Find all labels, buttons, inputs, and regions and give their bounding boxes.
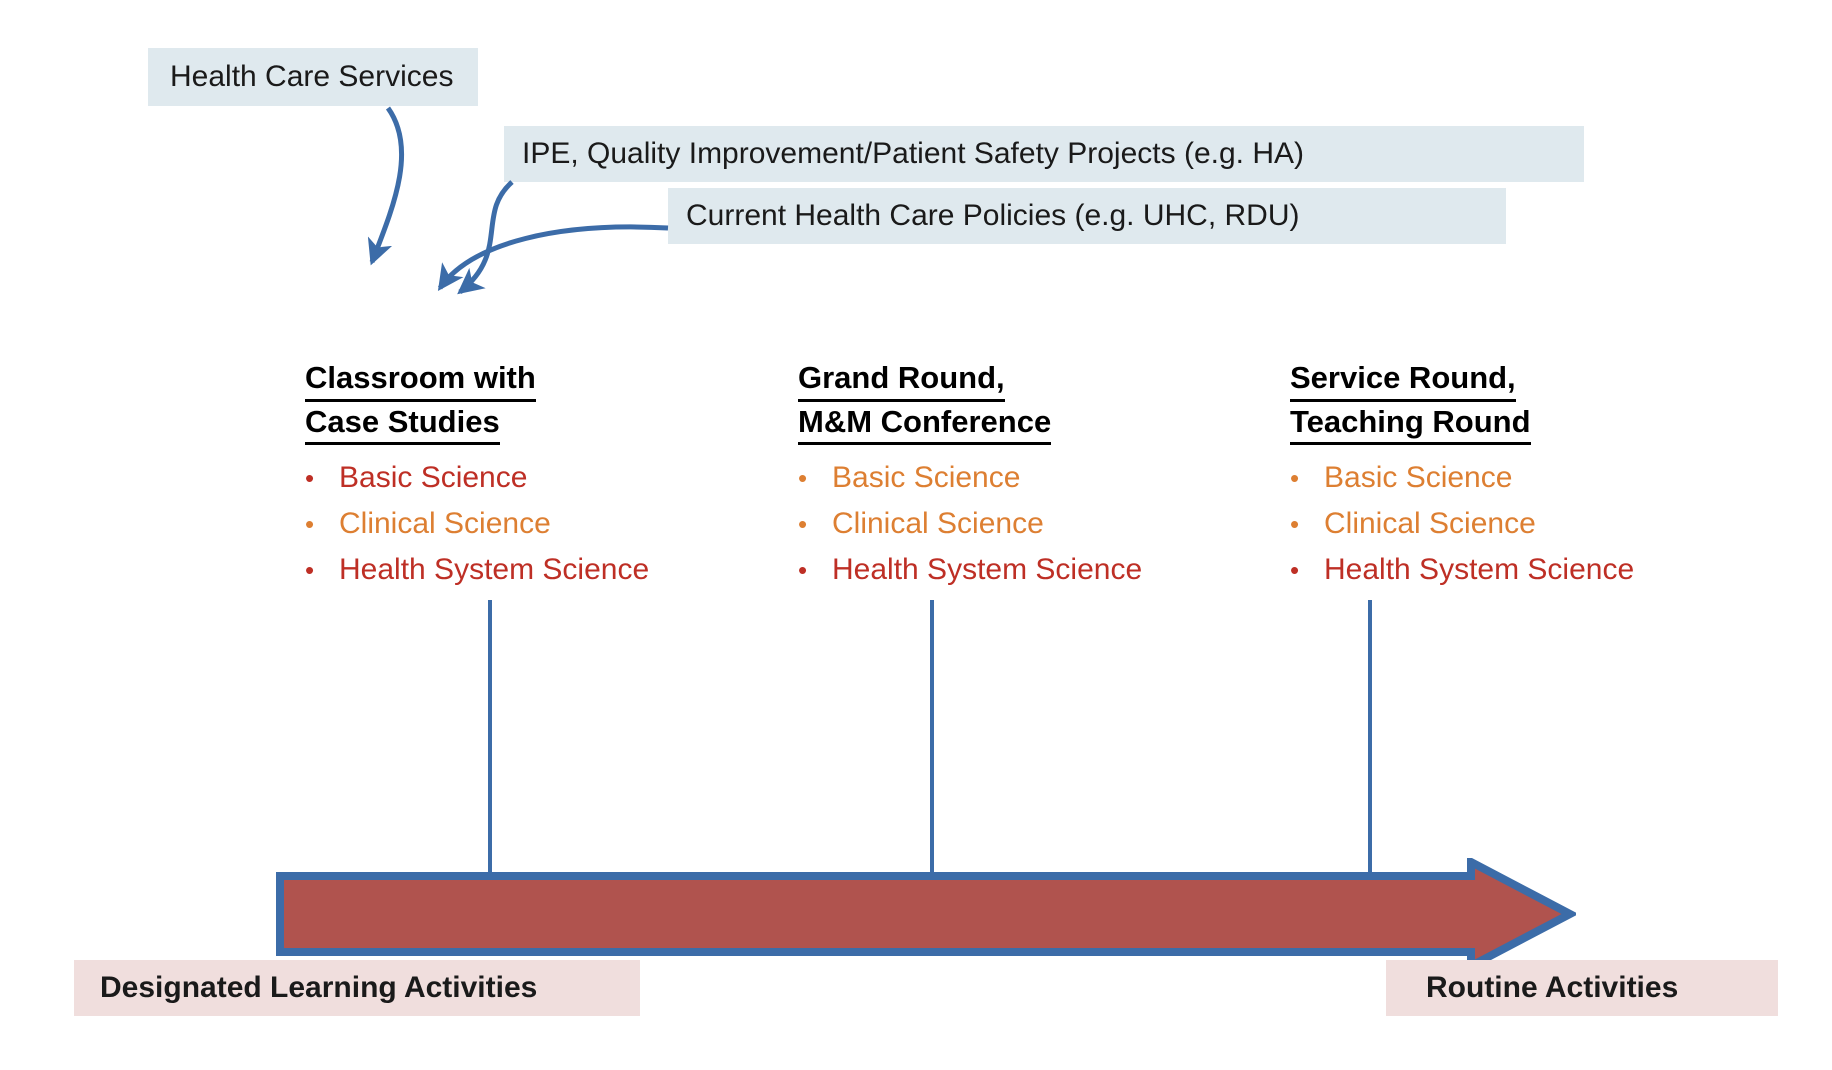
column-title-line1: Service Round, <box>1290 358 1516 402</box>
axis-label-designated-learning-activities: Designated Learning Activities <box>74 960 640 1016</box>
axis-label-right-text: Routine Activities <box>1426 971 1679 1004</box>
bullet-dot-icon: • <box>798 508 808 539</box>
bullet-label: Basic Science <box>1324 461 1513 495</box>
column-title-line2: Case Studies <box>305 402 500 446</box>
bullet-label: Basic Science <box>339 461 528 495</box>
axis-label-routine-activities: Routine Activities <box>1386 960 1778 1016</box>
list-item: • Clinical Science <box>1290 501 1634 547</box>
column-title-line1: Classroom with <box>305 358 536 402</box>
column-title-classroom: Classroom with Case Studies <box>305 358 649 446</box>
list-item: • Basic Science <box>305 455 649 501</box>
source-label-health-care-services: Health Care Services <box>170 60 454 93</box>
column-title-line2: Teaching Round <box>1290 402 1531 446</box>
list-item: • Basic Science <box>1290 455 1634 501</box>
list-item: • Health System Science <box>1290 547 1634 593</box>
column-title-service-round: Service Round, Teaching Round <box>1290 358 1634 446</box>
activity-column-classroom: Classroom with Case Studies • Basic Scie… <box>305 358 649 592</box>
bullet-label: Clinical Science <box>1324 506 1536 540</box>
bullet-list-grand-round: • Basic Science • Clinical Science • Hea… <box>798 455 1142 592</box>
source-label-ipe-quality: IPE, Quality Improvement/Patient Safety … <box>522 137 1304 170</box>
bullet-dot-icon: • <box>1290 554 1300 585</box>
bullet-dot-icon: • <box>798 554 808 585</box>
bullet-dot-icon: • <box>1290 508 1300 539</box>
list-item: • Health System Science <box>305 547 649 593</box>
drop-line-classroom <box>488 600 492 890</box>
bullet-dot-icon: • <box>305 463 315 494</box>
list-item: • Clinical Science <box>305 501 649 547</box>
drop-line-service-round <box>1368 600 1372 890</box>
arrow-current-policies-to-classroom <box>437 224 669 291</box>
bullet-dot-icon: • <box>305 554 315 585</box>
source-box-ipe-quality: IPE, Quality Improvement/Patient Safety … <box>504 126 1584 182</box>
bullet-list-classroom: • Basic Science • Clinical Science • Hea… <box>305 455 649 592</box>
bullet-label: Clinical Science <box>832 506 1044 540</box>
list-item: • Clinical Science <box>798 501 1142 547</box>
continuum-arrow-shape <box>276 858 1576 970</box>
bullet-dot-icon: • <box>798 463 808 494</box>
bullet-label: Health System Science <box>339 552 650 586</box>
arrow-health-care-services-to-classroom <box>367 106 405 266</box>
drop-line-grand-round <box>930 600 934 890</box>
source-box-current-policies: Current Health Care Policies (e.g. UHC, … <box>668 188 1506 244</box>
column-title-grand-round: Grand Round, M&M Conference <box>798 358 1142 446</box>
bullet-dot-icon: • <box>305 508 315 539</box>
source-box-health-care-services: Health Care Services <box>148 48 478 106</box>
continuum-arrow <box>276 858 1576 970</box>
source-label-current-policies: Current Health Care Policies (e.g. UHC, … <box>686 199 1300 232</box>
bullet-label: Health System Science <box>832 552 1143 586</box>
axis-label-left-text: Designated Learning Activities <box>100 971 538 1004</box>
bullet-label: Basic Science <box>832 461 1021 495</box>
bullet-label: Health System Science <box>1324 552 1635 586</box>
list-item: • Basic Science <box>798 455 1142 501</box>
bullet-list-service-round: • Basic Science • Clinical Science • Hea… <box>1290 455 1634 592</box>
activity-column-service-round: Service Round, Teaching Round • Basic Sc… <box>1290 358 1634 592</box>
list-item: • Health System Science <box>798 547 1142 593</box>
bullet-dot-icon: • <box>1290 463 1300 494</box>
column-title-line2: M&M Conference <box>798 402 1052 446</box>
activity-column-grand-round: Grand Round, M&M Conference • Basic Scie… <box>798 358 1142 592</box>
column-title-line1: Grand Round, <box>798 358 1005 402</box>
arrow-ipe-quality-to-classroom <box>457 180 514 295</box>
bullet-label: Clinical Science <box>339 506 551 540</box>
